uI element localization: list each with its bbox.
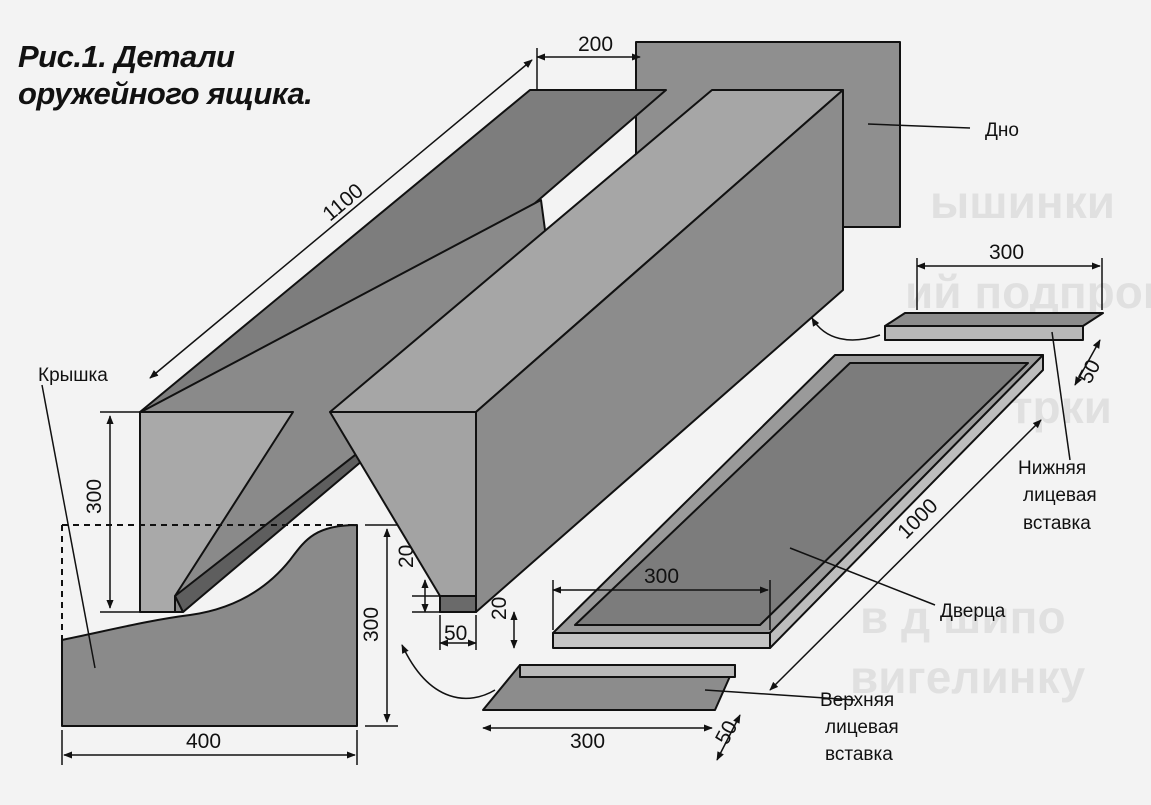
dim-line-lower-insert-depth xyxy=(1074,339,1101,386)
upper-insert-front xyxy=(519,664,736,678)
dim-lower-insert-width: 300 xyxy=(989,241,1024,264)
back-shell-front-wall xyxy=(139,411,294,613)
label-lower-insert-line-3: вставка xyxy=(1023,513,1091,534)
leader-upper-insert xyxy=(704,689,856,701)
dim-flange-width: 50 xyxy=(444,622,467,645)
dim-length: 1100 xyxy=(318,179,367,226)
dim-upper-insert-width: 300 xyxy=(570,730,605,753)
label-upper-insert-line-3: вставка xyxy=(825,744,893,765)
dim-line-door-length xyxy=(769,419,1042,691)
bleed-through-text: ышинки xyxy=(930,176,1115,228)
part-labels: Дно Крышка Дверца Нижняя лицевая вставка… xyxy=(38,120,1097,765)
dim-bottom-width: 200 xyxy=(578,33,613,56)
label-upper-insert-line-2: лицевая xyxy=(825,717,899,738)
leader-door xyxy=(789,547,936,606)
lower-insert-top xyxy=(884,312,1104,327)
dim-door-width: 300 xyxy=(644,565,679,588)
label-door: Дверца xyxy=(940,601,1006,622)
door-edge-front xyxy=(552,632,771,649)
label-lid: Крышка xyxy=(38,365,108,386)
label-upper-insert-line-1: Верхняя xyxy=(820,690,894,711)
assembly-arrow-lower-insert xyxy=(811,317,881,341)
dim-lid-height: 300 xyxy=(83,479,106,514)
dim-flange-height: 20 xyxy=(395,545,418,568)
bleed-through-text: ий подпров xyxy=(905,266,1151,318)
leader-lower-insert xyxy=(1051,331,1071,461)
dim-line-length xyxy=(149,59,533,379)
label-bottom: Дно xyxy=(985,120,1019,141)
label-lower-insert-line-1: Нижняя xyxy=(1018,458,1086,479)
label-lower-insert-line-2: лицевая xyxy=(1023,485,1097,506)
dim-lid-width: 400 xyxy=(186,730,221,753)
lid-profile xyxy=(61,524,358,727)
leader-bottom xyxy=(867,123,971,129)
dim-door-gap: 20 xyxy=(488,597,511,620)
dim-lower-insert-depth: 50 xyxy=(1074,356,1105,387)
dim-profile-height: 300 xyxy=(360,607,383,642)
front-shell-flange xyxy=(439,595,477,613)
leader-lid xyxy=(41,384,96,669)
assembly-arrow-upper-insert xyxy=(401,644,496,700)
dim-line-upper-insert-depth xyxy=(716,714,741,761)
dim-upper-insert-depth: 50 xyxy=(711,717,742,748)
